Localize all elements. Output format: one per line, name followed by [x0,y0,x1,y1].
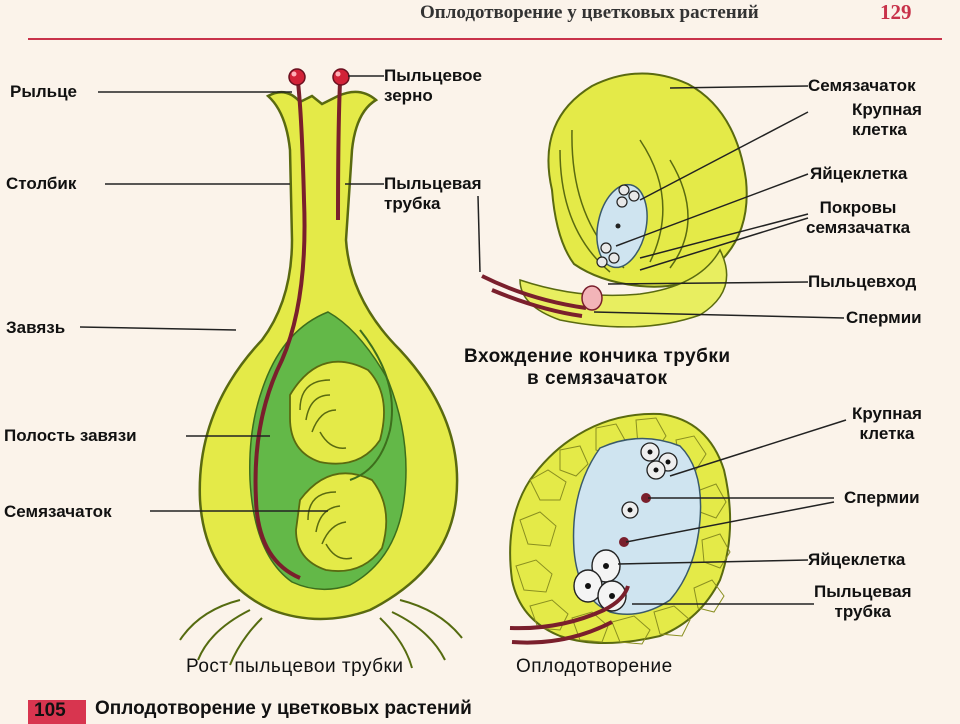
caption-fertilization: Оплодотворение [516,656,673,677]
label-ovule-pistil: Семязачаток [4,502,112,521]
label-style: Столбик [6,174,77,193]
label-egg-cell-entry: Яйцеклетка [810,164,908,183]
label-pollen-grain: Пыльцевое зерно [384,66,482,105]
label-pollen-tube-pistil: Пыльцевая трубка [384,174,482,213]
label-large-cell-fert: Крупная клетка [852,404,922,443]
pollen-tube-right [336,81,342,221]
sperm-lower [619,537,629,547]
label-sperm-fert: Спермии [844,488,920,507]
pistil-leader-lines [79,75,384,512]
caption-ovule-entry: Вхождение кончика трубки в семязачаток [464,346,731,389]
fertilization-leader-lines [617,419,847,605]
page-header-title: Оплодотворение у цветковых растений [420,2,759,23]
pollen-tube-left [253,81,307,580]
page-number-top: 129 [880,0,912,24]
entering-pollen-tube [481,274,587,310]
lower-ovule [295,472,388,572]
label-stigma: Рыльце [10,82,78,101]
footer-page-number: 105 [34,700,66,721]
pistil-base-sepals [179,599,463,669]
label-ovary: Завязь [6,318,66,337]
label-integuments: Покровы семязачатка [806,198,911,237]
fertilization-illustration [509,412,732,645]
label-pollen-tube-fert: Пыльцевая трубка [814,582,912,621]
label-ovule-entry: Семязачаток [808,76,916,95]
pistil-illustration [179,68,463,669]
cell-nuclei [647,449,671,473]
label-micropyle: Пыльцевход [808,272,917,291]
header-rule [28,38,942,40]
sperm-upper [641,493,651,503]
fertilization-pollen-tube [509,585,630,631]
caption-pistil: Рост пыльцевои трубки [186,656,404,677]
pollen-grain-right [332,68,350,86]
label-large-cell-entry: Крупная клетка [852,100,922,139]
label-egg-cell-fert: Яйцеклетка [808,550,906,569]
label-ovary-cavity: Полость завязи [4,426,137,445]
ovule-entry-illustration [481,72,748,328]
tube-tip [581,285,603,311]
pollen-grain-left [288,68,306,86]
label-sperm-entry: Спермии [846,308,922,327]
ovule-entry-leader-lines [477,85,845,319]
footer-title: Оплодотворение у цветковых растений [95,698,472,719]
upper-ovule [289,360,385,465]
embryo-sac-cells [596,184,640,268]
